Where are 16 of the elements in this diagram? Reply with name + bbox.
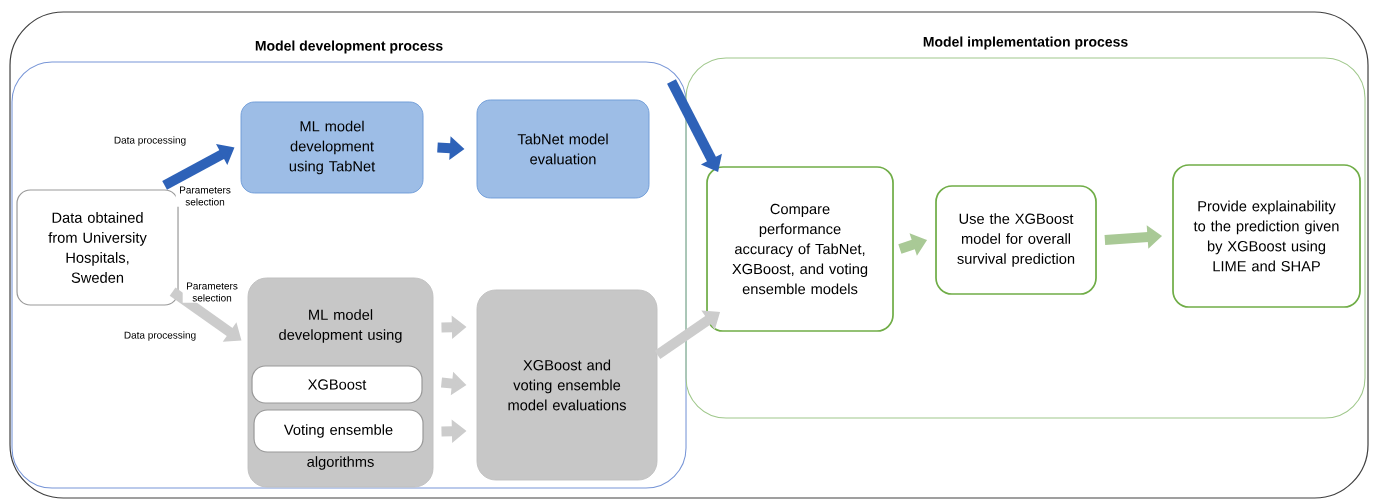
process-box: XGBoost and voting ensemble model evaluations [476,289,658,481]
edge-label: Data processing [122,330,198,342]
outer-frame [9,11,1369,499]
process-box: Voting ensemble [253,409,424,453]
process-box: ML model development using TabNet [240,101,424,194]
process-box: Use the XGBoost model for overall survival prediction [935,185,1097,295]
process-box: TabNet model evaluation [476,99,650,199]
process-box: Provide explainability to the prediction given by XGBoost using LIME and SHAP [1172,164,1361,308]
node-label: Model development process [255,40,443,54]
arrow-note: Parameters selection [175,185,235,207]
node-label: Model implementation process [923,36,1128,50]
process-box: Data obtained from University Hospitals, Sweden [16,189,179,306]
edge-label: Data processing [112,135,188,147]
process-box: XGBoost [251,365,423,404]
arrow-note: Parameters selection [182,281,242,303]
process-box: Compare performance accuracy of TabNet, XGBoost, and voting ensemble models [706,166,894,332]
